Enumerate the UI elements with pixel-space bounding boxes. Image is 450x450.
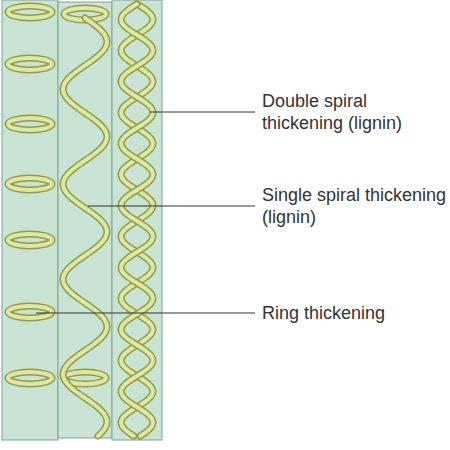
ring-thickening [8, 234, 52, 246]
double-spiral [121, 4, 153, 436]
single-spiral [63, 18, 107, 436]
ring-thickening [8, 6, 52, 18]
ring-thickening [8, 372, 52, 384]
ring-thickening [8, 58, 52, 70]
leader-line [36, 313, 255, 314]
vessel-column [112, 0, 162, 440]
leader-line [150, 112, 255, 113]
ring-thickening [8, 58, 52, 70]
part-label: Single spiral thickening (lignin) [262, 184, 447, 228]
ring-thickening [8, 306, 52, 318]
ring-thickening [8, 372, 52, 384]
ring-thickening [8, 178, 52, 190]
ring-thickening [8, 6, 52, 18]
single-spiral [63, 18, 107, 436]
part-label: Ring thickening [262, 302, 447, 324]
ring-thickening [8, 306, 52, 318]
ring-thickening [8, 118, 52, 130]
double-spiral [121, 4, 153, 436]
vessel-column [2, 0, 58, 440]
ring-thickening [8, 234, 52, 246]
vessel-column [58, 2, 112, 438]
leader-line [88, 206, 255, 207]
ring-thickening [8, 178, 52, 190]
double-spiral [121, 4, 153, 436]
part-label: Double spiral thickening (lignin) [262, 90, 447, 134]
double-spiral [121, 4, 153, 436]
ring-thickening [8, 118, 52, 130]
